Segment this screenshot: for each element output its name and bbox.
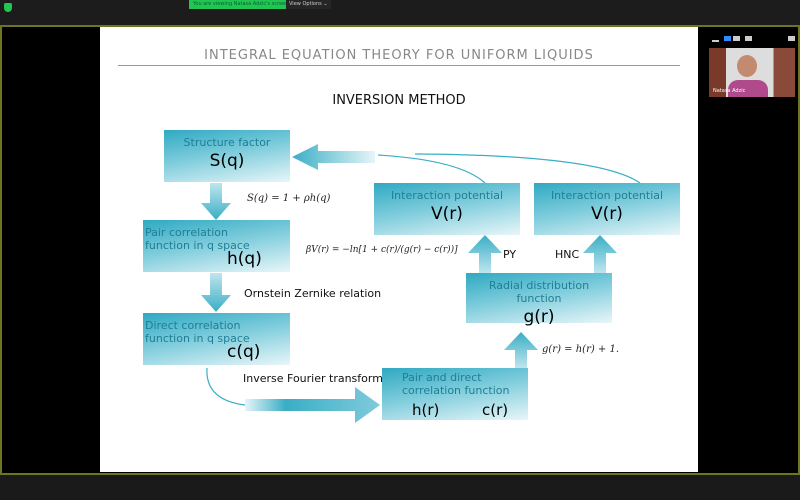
box-label: Radial distribution function — [488, 279, 590, 305]
label-py: PY — [503, 248, 517, 261]
box-symbol: h(q) — [227, 249, 262, 269]
equation-potential: βV(r) = −ln[1 + c(r)/(g(r) − c(r))] — [306, 245, 458, 255]
box-symbol: c(q) — [227, 342, 261, 362]
equation-gr: g(r) = h(r) + 1. — [542, 344, 620, 355]
label-hnc: HNC — [555, 248, 580, 261]
label-inverse-fourier: Inverse Fourier transform — [243, 372, 383, 385]
box-label: Structure factor — [183, 136, 271, 149]
arrow-gr-to-v1 — [468, 235, 502, 273]
participant-name: Natasa Adzic — [713, 88, 746, 94]
arrow-to-structure-factor — [292, 144, 375, 170]
arrow-to-gr — [504, 332, 538, 368]
box-symbol: V(r) — [591, 204, 623, 224]
arrow-hq-to-cq — [201, 273, 231, 312]
title-divider — [118, 65, 680, 66]
box-pair-direct-r: Pair and direct correlation function h(r… — [382, 368, 528, 420]
shield-icon[interactable] — [4, 3, 12, 12]
box-structure-factor: Structure factor S(q) — [164, 130, 290, 182]
box-symbol-h: h(r) — [412, 401, 440, 419]
box-symbol: g(r) — [523, 307, 555, 327]
box-label: Interaction potential — [390, 189, 504, 202]
box-direct-correlation-q: Direct correlation function in q space c… — [143, 313, 290, 365]
viewing-banner: You are viewing Natasa Adzic's screen — [189, 0, 293, 9]
box-pair-correlation-q: Pair correlation function in q space h(q… — [143, 220, 290, 272]
participant-face — [737, 55, 757, 77]
zoom-top-bar — [0, 0, 800, 26]
box-interaction-potential-py: Interaction potential V(r) — [374, 183, 520, 235]
video-panel — [698, 27, 798, 472]
curve-cq — [206, 367, 246, 406]
box-label: Interaction potential — [550, 189, 664, 202]
arrow-to-hrcr — [245, 387, 380, 423]
arrow-gr-to-v2 — [583, 235, 617, 273]
view-options-button[interactable]: View Options ⌄ — [286, 0, 331, 9]
box-interaction-potential-hnc: Interaction potential V(r) — [534, 183, 680, 235]
box-symbol-c: c(r) — [482, 401, 509, 419]
speaker-view-icon[interactable] — [733, 36, 740, 41]
curve-v2 — [414, 153, 641, 184]
thumbnail-view-icon[interactable] — [724, 36, 731, 41]
curve-v1 — [377, 154, 486, 184]
label-ornstein-zernike: Ornstein Zernike relation — [244, 287, 382, 300]
box-label: Direct correlation function in q space — [145, 319, 250, 345]
box-label: Pair correlation function in q space — [145, 226, 250, 252]
box-radial-distribution: Radial distribution function g(r) — [466, 273, 612, 327]
box-symbol: S(q) — [209, 151, 245, 171]
minimize-icon[interactable] — [712, 40, 719, 42]
box-label: Pair and direct correlation function — [402, 371, 510, 397]
equation-structure-factor: S(q) = 1 + ρh(q) — [247, 193, 331, 204]
slide-title: INTEGRAL EQUATION THEORY FOR UNIFORM LIQ… — [204, 48, 594, 63]
exit-fullscreen-icon[interactable] — [788, 36, 795, 41]
slide-subtitle: INVERSION METHOD — [332, 93, 466, 108]
box-symbol: V(r) — [431, 204, 463, 224]
arrow-sq-to-hq — [201, 183, 231, 220]
gallery-view-icon[interactable] — [745, 36, 752, 41]
participant-body — [728, 80, 768, 97]
